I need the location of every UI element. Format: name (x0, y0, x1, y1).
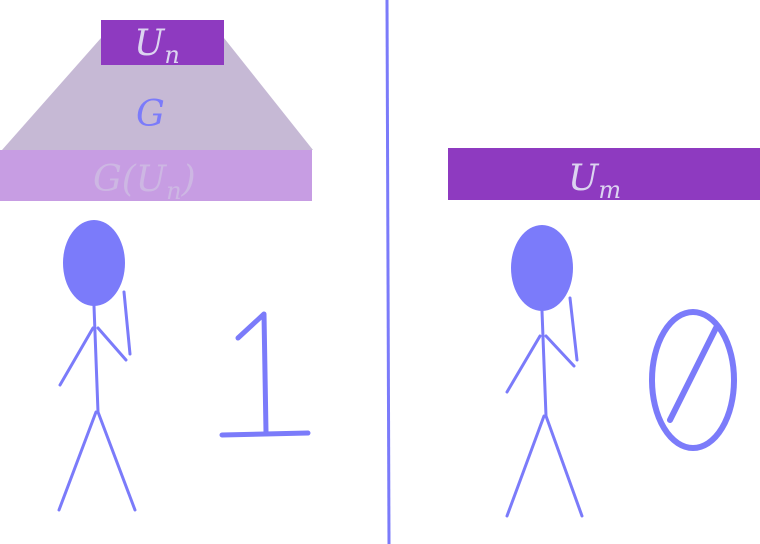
left-panel: Un G G(Un) (0, 20, 313, 512)
right-figure-left-arm (505, 334, 542, 394)
empty-set-slash (667, 325, 719, 423)
un-label: Un (134, 23, 180, 69)
panel-divider (385, 0, 391, 544)
un-bar (101, 20, 224, 65)
left-figure-right-leg (96, 410, 137, 512)
right-figure-raised-hand (568, 296, 579, 362)
gun-bar (0, 150, 312, 201)
right-figure-head (511, 225, 573, 311)
g-trapezoid (2, 38, 313, 150)
numeral-one (219, 311, 311, 438)
left-figure-body (92, 304, 100, 414)
left-stick-figure (57, 220, 137, 512)
right-stick-figure (505, 225, 584, 518)
left-figure-left-arm (58, 326, 95, 387)
left-figure-right-arm (96, 326, 128, 362)
left-figure-left-leg (57, 410, 98, 512)
right-figure-right-arm (544, 334, 576, 368)
empty-set-icon (649, 309, 737, 451)
um-label: Um (568, 158, 621, 204)
right-figure-body (540, 309, 548, 418)
right-panel: Um (448, 148, 760, 518)
right-figure-left-leg (505, 414, 546, 518)
left-figure-raised-hand (122, 290, 132, 356)
right-figure-right-leg (544, 414, 584, 518)
empty-set-ring (649, 309, 737, 451)
numeral-one-stem (235, 311, 269, 435)
um-bar (448, 148, 760, 200)
g-label: G (136, 94, 165, 135)
numeral-one-base (219, 430, 311, 438)
left-figure-head (63, 220, 125, 306)
gun-label: G(Un) (93, 159, 196, 205)
